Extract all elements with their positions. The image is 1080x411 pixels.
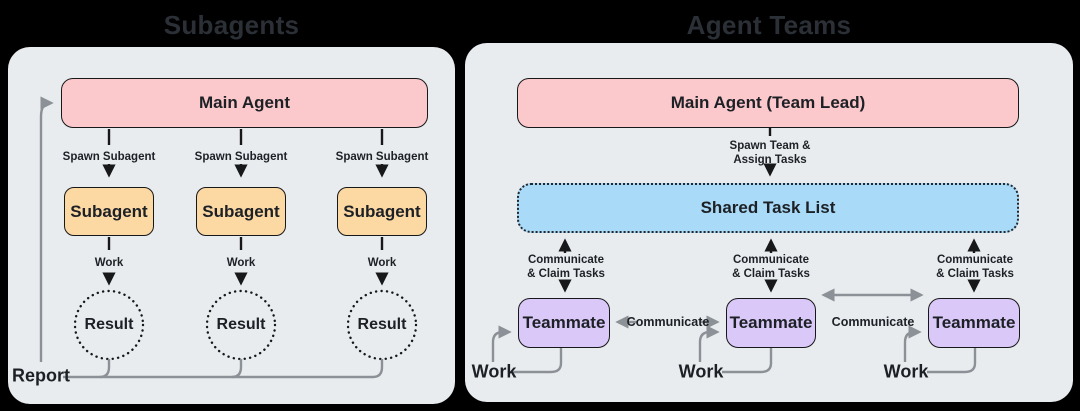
work-loop xyxy=(722,348,773,374)
work-loop xyxy=(927,348,977,374)
agent-teams-panel: Main Agent (Team Lead) Spawn Team & Assi… xyxy=(465,43,1073,402)
teammate-box: Teammate xyxy=(726,298,816,348)
claim-label: & Claim Tasks xyxy=(527,268,605,280)
subagent-label: Subagent xyxy=(202,201,280,221)
claim-label: & Claim Tasks xyxy=(936,268,1014,280)
report-line xyxy=(99,359,111,379)
teammate-label: Teammate xyxy=(729,313,813,332)
teammate-box: Teammate xyxy=(518,298,610,348)
claim-label: Communicate xyxy=(527,254,605,266)
teammate-label: Teammate xyxy=(932,313,1016,332)
team-lead-label: Main Agent (Team Lead) xyxy=(670,93,866,112)
work-loop xyxy=(698,325,720,362)
spawn-team-label: Assign Tasks xyxy=(733,154,807,166)
shared-task-list-label: Shared Task List xyxy=(700,198,836,217)
result-label: Result xyxy=(357,316,407,333)
work-label: Work xyxy=(226,257,256,269)
subagent-box: Subagent xyxy=(64,187,154,236)
claim-label: Communicate xyxy=(732,254,810,266)
subagent-box: Subagent xyxy=(196,187,286,236)
subagent-box: Subagent xyxy=(337,187,427,236)
work-label: Work xyxy=(678,361,724,382)
claim-label: Communicate xyxy=(936,254,1014,266)
main-agent-label: Main Agent xyxy=(199,93,290,112)
main-agent-box: Main Agent xyxy=(61,78,428,128)
subagents-panel: Main Agent Spawn Subagent Spawn Subagent… xyxy=(8,47,455,404)
report-arrow xyxy=(39,96,54,362)
communicate-label: Communicate xyxy=(626,315,710,329)
report-line xyxy=(63,359,384,379)
teammate-label: Teammate xyxy=(522,313,606,332)
work-loop xyxy=(903,325,922,362)
subagents-title: Subagents xyxy=(163,10,300,40)
report-line xyxy=(231,359,243,379)
work-loop xyxy=(513,348,563,374)
work-label: Work xyxy=(471,361,517,382)
subagent-label: Subagent xyxy=(343,201,421,221)
agent-teams-title: Agent Teams xyxy=(686,10,852,40)
spawn-subagent-label: Spawn Subagent xyxy=(194,151,288,163)
shared-task-list-box: Shared Task List xyxy=(517,183,1019,233)
team-lead-box: Main Agent (Team Lead) xyxy=(517,78,1019,128)
spawn-subagent-label: Spawn Subagent xyxy=(335,151,429,163)
work-label: Work xyxy=(367,257,397,269)
claim-label: & Claim Tasks xyxy=(732,268,810,280)
communicate-label: Communicate xyxy=(831,315,915,329)
report-label: Report xyxy=(12,365,70,386)
work-label: Work xyxy=(883,361,929,382)
work-label: Work xyxy=(94,257,124,269)
work-loop xyxy=(491,325,512,362)
teammate-box: Teammate xyxy=(928,298,1020,348)
result-label: Result xyxy=(84,316,134,333)
subagent-label: Subagent xyxy=(70,201,148,221)
result-label: Result xyxy=(216,316,266,333)
spawn-team-label: Spawn Team & xyxy=(729,140,811,152)
spawn-subagent-label: Spawn Subagent xyxy=(62,151,156,163)
